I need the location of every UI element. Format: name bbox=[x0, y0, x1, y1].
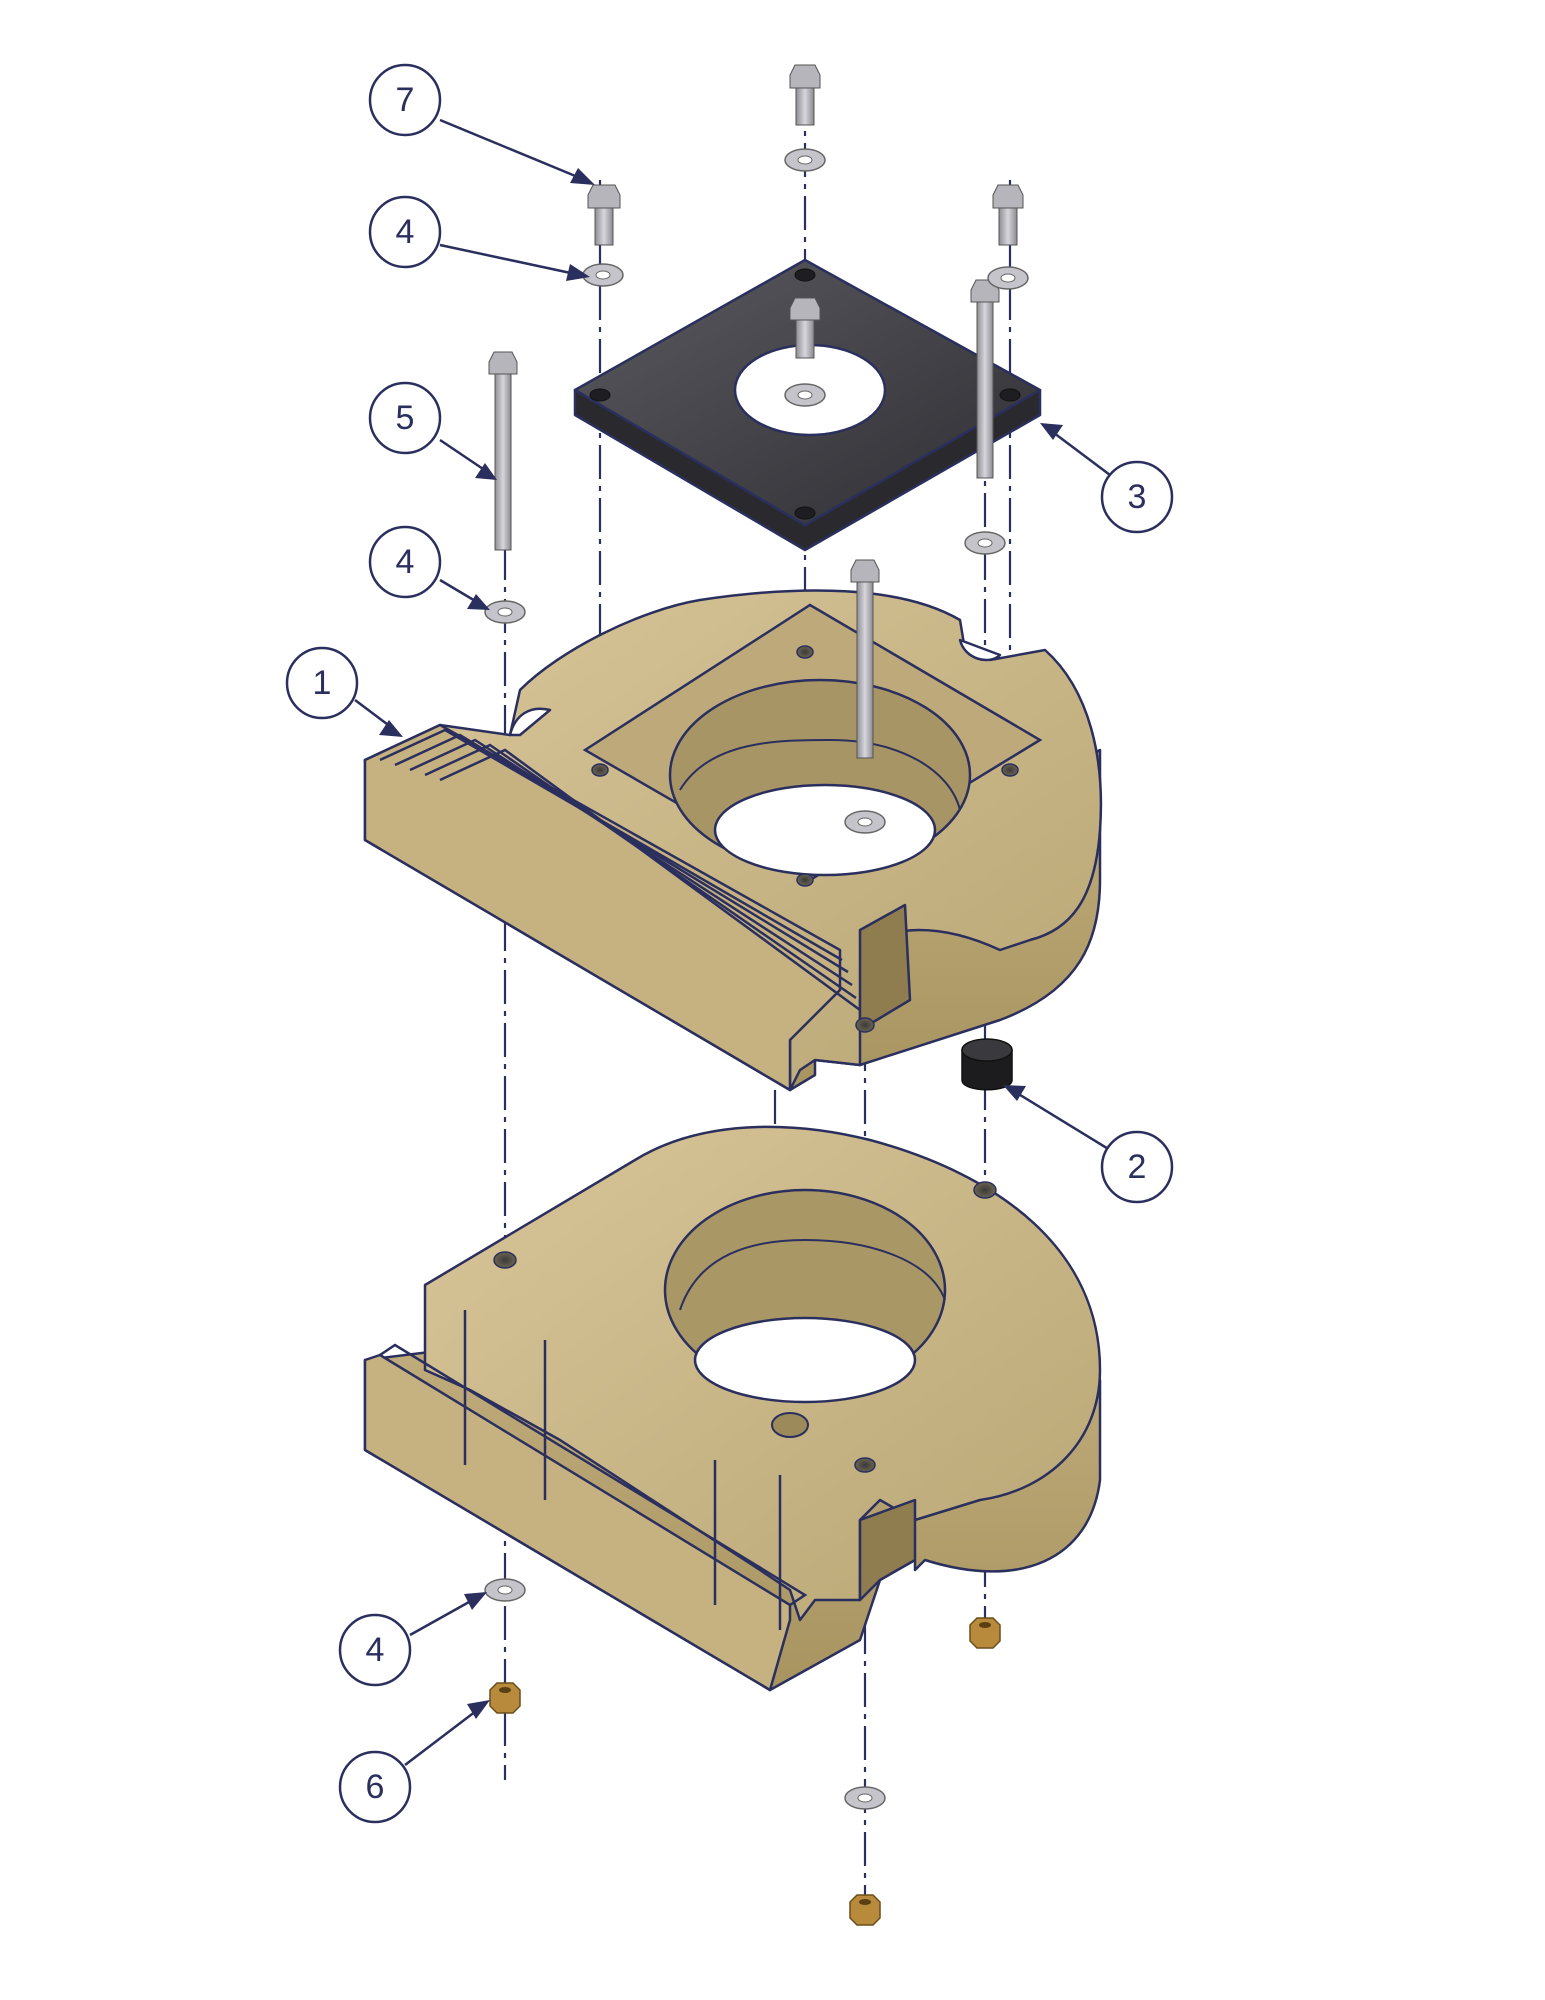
bolt-top-right bbox=[992, 184, 1024, 246]
balloon-7: 7 bbox=[368, 63, 442, 137]
balloon-7-label: 7 bbox=[396, 81, 415, 119]
bolt-part-7 bbox=[587, 184, 621, 246]
leader-5-arrow bbox=[475, 463, 497, 480]
washer bbox=[484, 600, 526, 624]
bolt-top-center bbox=[789, 64, 821, 126]
washers bbox=[484, 148, 1029, 1810]
leader-6 bbox=[404, 1707, 481, 1766]
balloon-1: 1 bbox=[285, 646, 359, 720]
leader-3-arrow bbox=[1040, 423, 1063, 440]
balloon-5: 5 bbox=[368, 381, 442, 455]
washer bbox=[784, 383, 826, 407]
lower-base-part bbox=[363, 1125, 1102, 1692]
balloon-3: 3 bbox=[1100, 460, 1174, 534]
balloon-6-label: 6 bbox=[366, 1768, 385, 1806]
balloon-4-mid: 4 bbox=[368, 525, 442, 599]
leader-7-arrow bbox=[570, 168, 595, 185]
balloon-1-label: 1 bbox=[313, 664, 332, 702]
leader-lines bbox=[354, 118, 1111, 1766]
nut bbox=[969, 1617, 1001, 1649]
balloon-4-top: 4 bbox=[368, 195, 442, 269]
leader-2 bbox=[1011, 1088, 1111, 1152]
washer bbox=[964, 531, 1006, 555]
balloon-3-label: 3 bbox=[1128, 478, 1147, 516]
washer bbox=[582, 263, 624, 287]
leader-4-mid-arrow bbox=[467, 594, 490, 610]
leader-7 bbox=[439, 118, 586, 182]
leader-1-arrow bbox=[379, 720, 403, 737]
leader-3 bbox=[1049, 429, 1111, 476]
bolts bbox=[488, 64, 1024, 759]
bolt-long-front bbox=[850, 559, 880, 759]
rubber-bumper-part-2 bbox=[961, 1038, 1013, 1091]
washer bbox=[784, 148, 826, 172]
leader-6-arrow bbox=[467, 1700, 490, 1719]
balloon-5-label: 5 bbox=[396, 399, 415, 437]
leader-4-bottom bbox=[409, 1595, 479, 1637]
leader-4-bottom-arrow bbox=[464, 1592, 487, 1610]
bolt-part-5 bbox=[488, 351, 518, 551]
nut bbox=[489, 1682, 521, 1714]
bolt-plate-center bbox=[789, 297, 821, 359]
washer bbox=[844, 1786, 886, 1810]
washer bbox=[844, 810, 886, 834]
nut bbox=[849, 1894, 881, 1926]
leader-4-top-arrow bbox=[566, 264, 590, 281]
washer bbox=[987, 266, 1029, 290]
balloon-6: 6 bbox=[338, 1750, 412, 1824]
balloon-2-label: 2 bbox=[1128, 1148, 1147, 1186]
balloon-4-bottom: 4 bbox=[338, 1613, 412, 1687]
leader-2-arrow bbox=[1003, 1085, 1026, 1101]
nuts bbox=[489, 1617, 1001, 1926]
balloons: 7 4 5 4 1 3 2 4 bbox=[285, 63, 1174, 1824]
upper-base-part bbox=[363, 589, 1103, 1092]
balloon-4-top-label: 4 bbox=[396, 213, 415, 251]
balloon-4-bottom-label: 4 bbox=[366, 1631, 385, 1669]
balloon-4-mid-label: 4 bbox=[396, 543, 415, 581]
washer bbox=[484, 1578, 526, 1602]
balloon-2: 2 bbox=[1100, 1130, 1174, 1204]
leader-4-top bbox=[439, 243, 581, 277]
